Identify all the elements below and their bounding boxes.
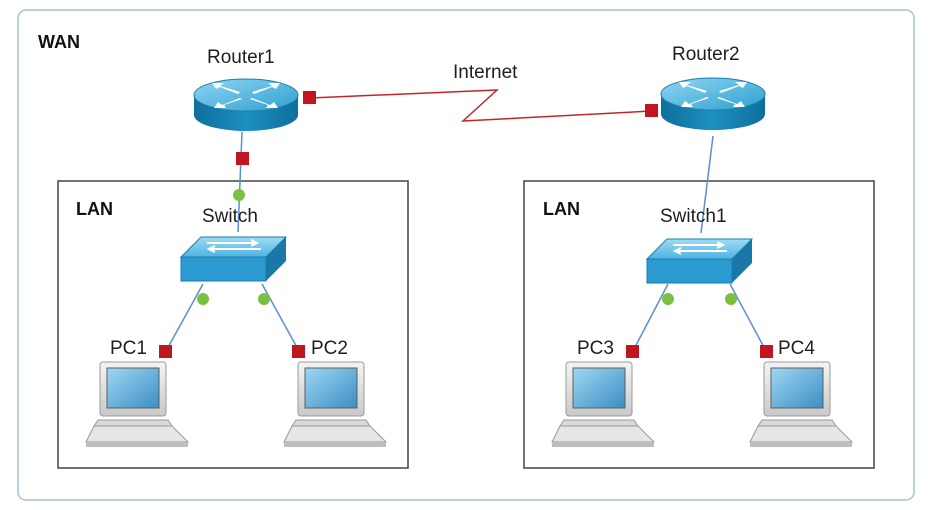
switch1-pc3-link: [632, 283, 669, 352]
router1-label: Router1: [207, 47, 275, 68]
pc3-label: PC3: [577, 338, 614, 359]
pc1-port: [159, 345, 172, 358]
router2-icon: [660, 77, 766, 131]
pc4-port: [760, 345, 773, 358]
router2-switch1-link: [700, 135, 714, 234]
lan-right-boundary: [523, 180, 875, 469]
router1-lan-port: [236, 152, 249, 165]
pc3-port: [626, 345, 639, 358]
pc2-port: [292, 345, 305, 358]
router2-serial-port: [645, 104, 658, 117]
switch-label: Switch: [202, 206, 258, 227]
switch1-pc4-port: [725, 293, 737, 305]
router2-label: Router2: [672, 44, 740, 65]
lan-left-label: LAN: [76, 199, 113, 219]
internet-label: Internet: [453, 62, 518, 83]
switch-pc1-link: [165, 283, 204, 352]
switch-uplink-port: [233, 189, 245, 201]
switch1-label: Switch1: [660, 206, 727, 227]
lan-right-label: LAN: [543, 199, 580, 219]
pc4-label: PC4: [778, 338, 815, 359]
switch-icon: [180, 236, 287, 282]
router1-switch-link: [237, 131, 243, 233]
pc2-label: PC2: [311, 338, 348, 359]
switch1-pc3-port: [662, 293, 674, 305]
lan-left-boundary: [57, 180, 409, 469]
switch-pc1-port: [197, 293, 209, 305]
switch1-icon: [646, 238, 753, 284]
switch-pc2-port: [258, 293, 270, 305]
switch1-pc4-link: [729, 283, 767, 352]
pc1-label: PC1: [110, 338, 147, 359]
router1-serial-port: [303, 91, 316, 104]
wan-label: WAN: [38, 32, 80, 52]
router1-icon: [193, 78, 299, 132]
internet-serial-link: [309, 89, 653, 122]
